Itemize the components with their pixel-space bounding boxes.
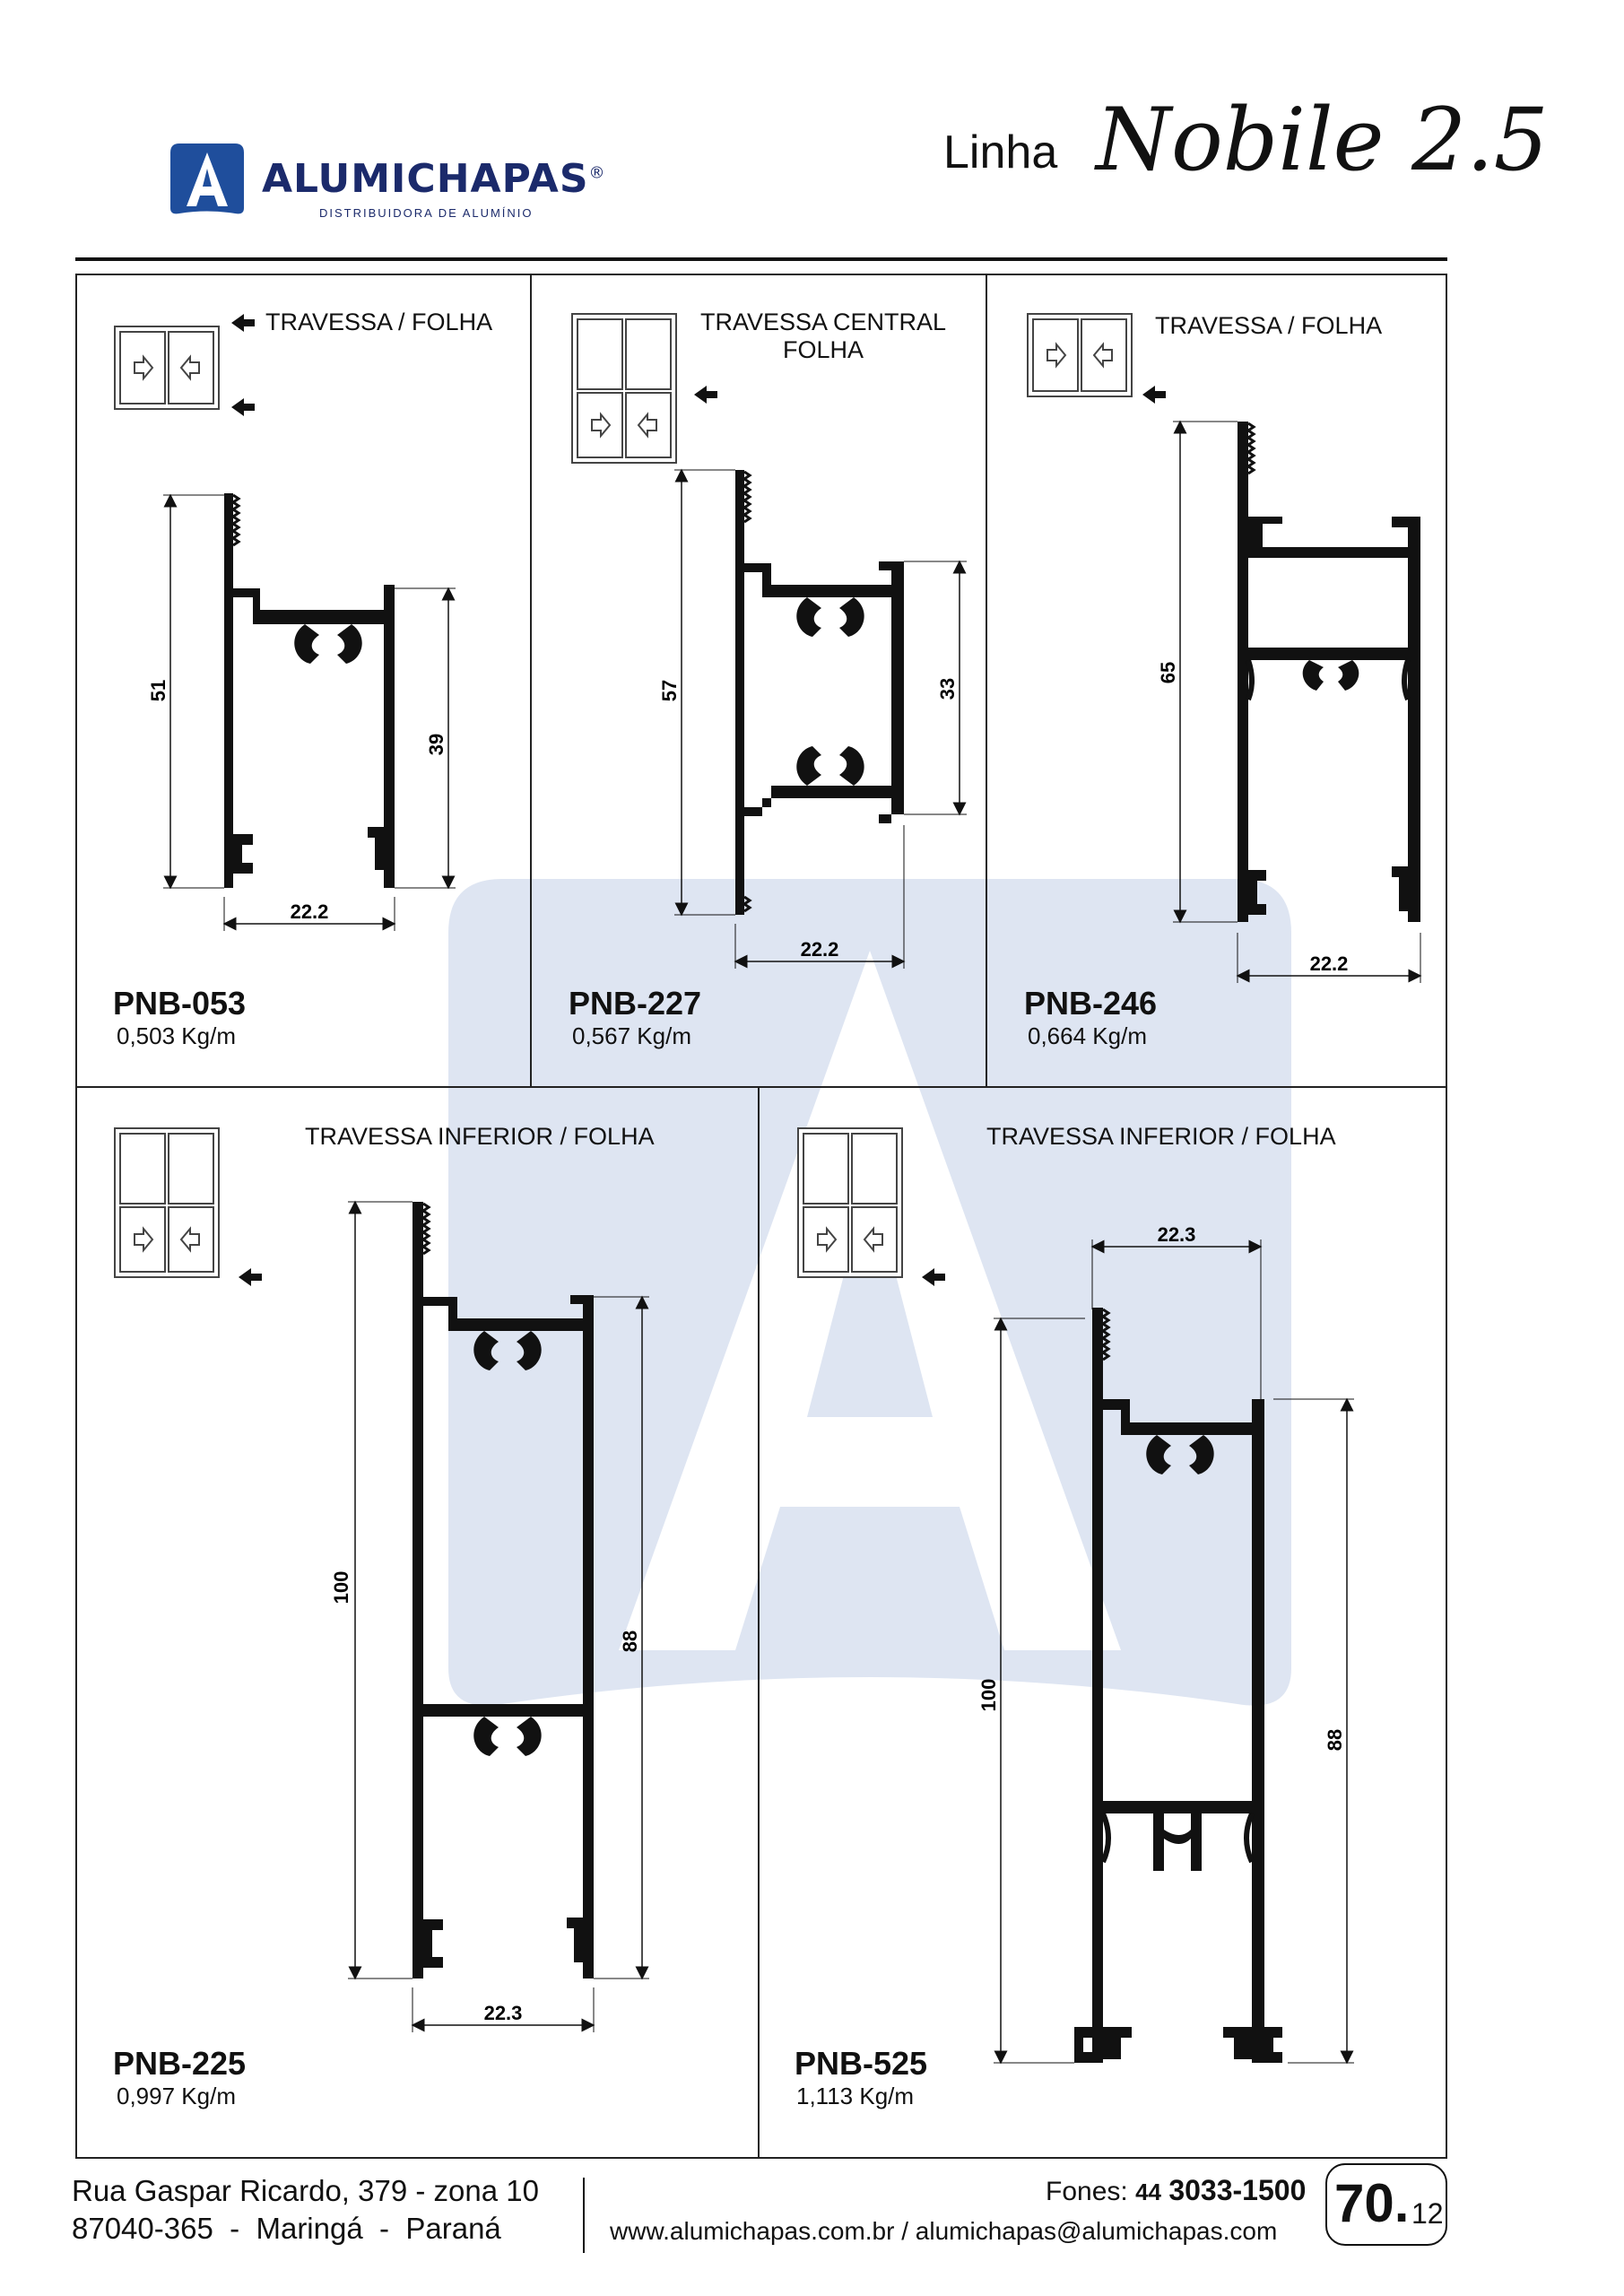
grid-line-v3	[758, 1086, 760, 2159]
dim-width: 22.3	[484, 2002, 523, 2024]
profile-weight: 0,664 Kg/m	[1028, 1022, 1147, 1049]
dim-height: 51	[147, 680, 169, 701]
address-line-2: 87040-365 - Maringá - Paraná	[72, 2212, 501, 2245]
window-diagram-icon	[114, 1127, 220, 1278]
pointer-arrow-icon	[239, 1268, 262, 1286]
window-diagram-icon	[571, 313, 677, 464]
caption-line-2: FOLHA	[782, 336, 864, 363]
profile-drawing-pnb-225: 100 88 22.3	[330, 1200, 649, 2032]
profile-weight: 0,997 Kg/m	[117, 2083, 236, 2109]
grid-line-v2	[986, 274, 987, 1086]
dim-inner: 88	[619, 1631, 641, 1652]
line-name: Nobile 2.5	[1096, 90, 1549, 190]
dim-inner: 88	[1324, 1729, 1346, 1751]
profile-caption: TRAVESSA CENTRAL FOLHA	[682, 309, 965, 364]
pointer-arrow-icon	[231, 398, 255, 416]
window-diagram-icon	[797, 1127, 903, 1278]
brand-name-text: ALUMICHAPAS	[262, 156, 589, 202]
phone-area: 44	[1135, 2179, 1161, 2205]
brand-logo-icon	[170, 144, 244, 214]
profile-weight: 0,503 Kg/m	[117, 1022, 236, 1049]
line-label: Linha	[943, 126, 1058, 178]
profile-drawing-pnb-053: 51 39 22.2	[147, 493, 456, 931]
dim-width: 22.3	[1158, 1223, 1196, 1246]
brand-name: ALUMICHAPAS®	[262, 156, 606, 202]
profile-code: PNB-246	[1024, 985, 1158, 1022]
profile-code: PNB-227	[569, 985, 702, 1022]
caption-line-1: TRAVESSA CENTRAL	[699, 309, 947, 335]
address-line-1: Rua Gaspar Ricardo, 379 - zona 10	[72, 2174, 539, 2207]
page-number-sub: 12	[1411, 2197, 1444, 2230]
page-number-main: 70.	[1334, 2173, 1410, 2233]
phone: Fones: 44 3033-1500	[1046, 2174, 1306, 2207]
dim-height: 100	[330, 1571, 352, 1605]
profile-caption: TRAVESSA INFERIOR / FOLHA	[305, 1123, 655, 1150]
grid-line-v1	[530, 274, 532, 1086]
profile-code: PNB-225	[113, 2045, 247, 2082]
page-number-box: 70. 12	[1325, 2163, 1447, 2246]
header-rule	[75, 257, 1447, 261]
dim-inner: 33	[936, 678, 959, 700]
registered-mark: ®	[588, 163, 606, 183]
profile-code: PNB-525	[795, 2045, 928, 2082]
brand-logo	[169, 140, 246, 217]
pointer-arrow-icon	[694, 386, 717, 404]
window-diagram-icon	[114, 326, 220, 410]
profile-drawing-pnb-525: 22.3 100 88	[977, 1223, 1354, 2065]
pointer-arrow-icon	[231, 314, 255, 332]
phone-label: Fones:	[1046, 2177, 1128, 2206]
catalog-frame	[75, 274, 1447, 2159]
window-diagram-icon	[1027, 313, 1133, 397]
footer-divider	[583, 2178, 585, 2253]
profile-caption: TRAVESSA INFERIOR / FOLHA	[986, 1123, 1336, 1150]
phone-number: 3033-1500	[1168, 2174, 1307, 2206]
pointer-arrow-icon	[1142, 386, 1166, 404]
profile-caption: TRAVESSA / FOLHA	[1155, 312, 1383, 339]
pointer-arrow-icon	[922, 1268, 945, 1286]
profile-caption: TRAVESSA / FOLHA	[265, 309, 493, 335]
brand-tagline: DISTRIBUIDORA DE ALUMÍNIO	[319, 206, 534, 220]
grid-line-h	[75, 1086, 1447, 1088]
profile-drawing-pnb-246: 65 22.2	[1157, 420, 1422, 983]
dim-inner: 39	[425, 734, 447, 755]
profile-drawing-pnb-227: 57 33 22.2	[658, 468, 967, 969]
dim-height: 65	[1157, 662, 1179, 683]
dim-height: 100	[977, 1679, 1000, 1712]
profile-code: PNB-053	[113, 985, 247, 1022]
dim-height: 57	[658, 680, 681, 701]
website-email: www.alumichapas.com.br / alumichapas@alu…	[610, 2217, 1278, 2245]
dim-width: 22.2	[1310, 952, 1349, 975]
dim-width: 22.2	[291, 900, 329, 923]
profile-weight: 1,113 Kg/m	[796, 2083, 915, 2109]
dim-width: 22.2	[801, 938, 839, 961]
profile-weight: 0,567 Kg/m	[572, 1022, 691, 1049]
